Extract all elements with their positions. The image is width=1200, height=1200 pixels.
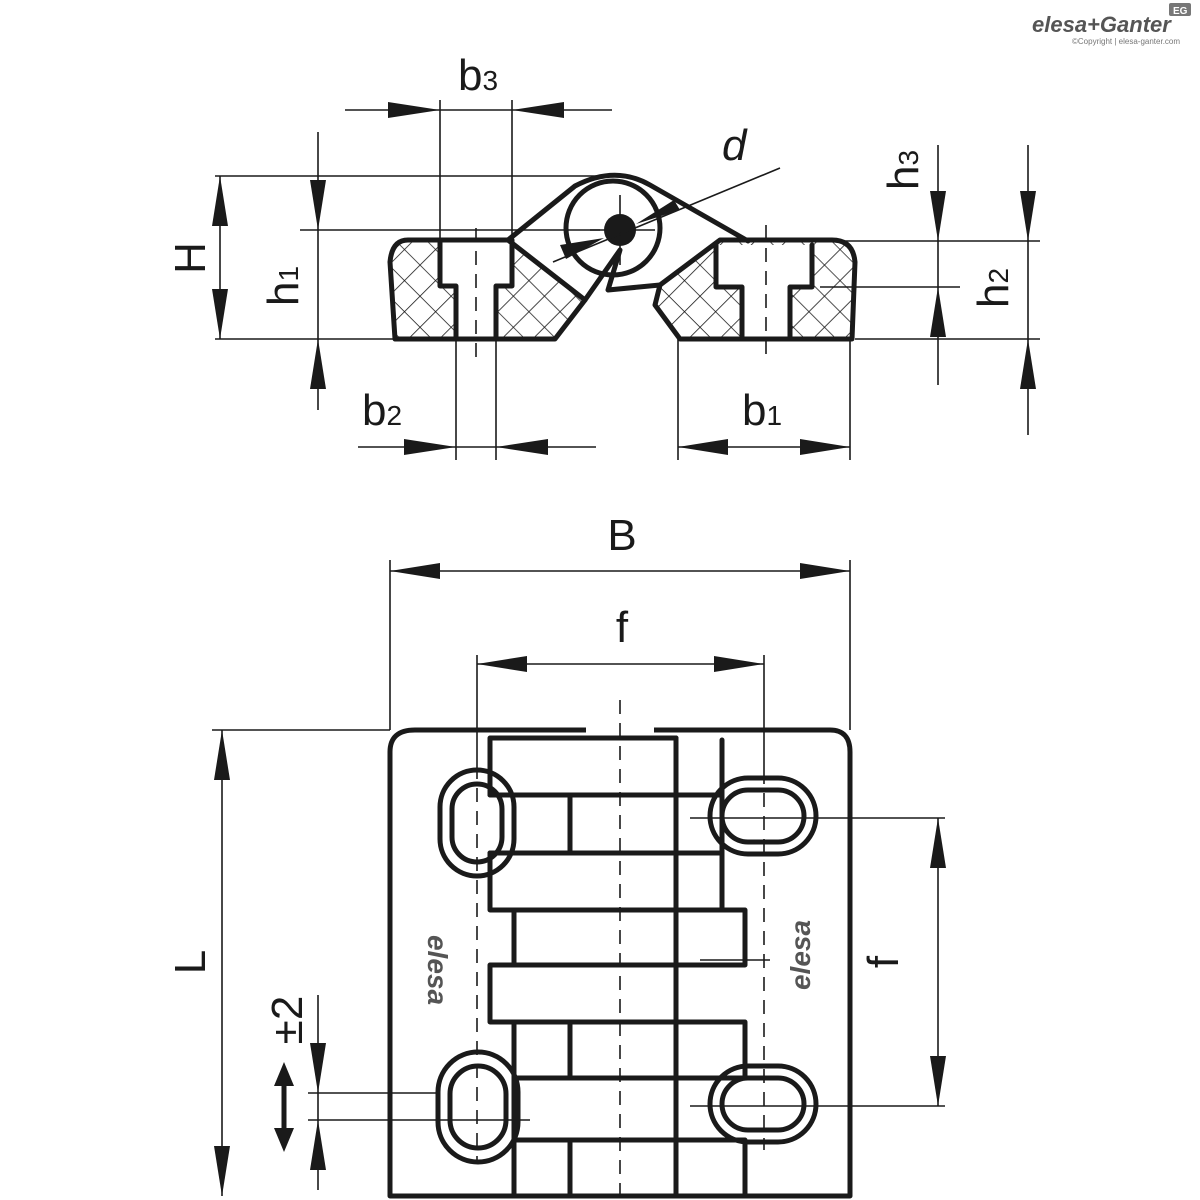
label-tolerance: ±2	[263, 996, 312, 1045]
dim-L: L	[166, 729, 390, 1196]
label-h3: h3	[879, 150, 928, 190]
dim-b1: b1	[677, 339, 851, 460]
left-leaf-marking: elesa	[422, 935, 453, 1005]
label-h2: h2	[969, 268, 1018, 308]
dim-b3: b3	[345, 51, 612, 240]
plan-view: elesa elesa	[387, 700, 945, 1199]
knuckle-barrel	[563, 178, 663, 278]
left-hole-outline	[437, 237, 515, 342]
dim-H: H	[166, 176, 228, 339]
right-counterbore	[716, 245, 812, 287]
label-h1: h1	[259, 266, 308, 306]
brand-logo-text: elesa+Ganter	[1032, 12, 1172, 37]
hinge-body-outline	[387, 727, 853, 1199]
label-B: B	[607, 511, 636, 560]
brand-badge-text: EG	[1173, 6, 1188, 17]
right-hole-outline	[713, 242, 815, 342]
dim-d: d	[552, 121, 781, 263]
slot-bottom-right	[707, 1063, 819, 1145]
slot-top-right	[707, 775, 819, 857]
label-b1: b1	[742, 386, 782, 435]
dim-h1: h1	[259, 132, 326, 410]
label-b2: b2	[362, 386, 402, 435]
label-f-horizontal: f	[616, 603, 629, 652]
label-L: L	[166, 950, 215, 974]
brand-copyright: ©Copyright | elesa-ganter.com	[1072, 37, 1180, 46]
right-leaf-marking: elesa	[785, 920, 816, 990]
label-H: H	[166, 242, 215, 274]
label-f-vertical: f	[859, 955, 908, 968]
right-leaf-outline	[652, 237, 858, 342]
dim-f-vertical: f	[859, 818, 946, 1106]
dim-tolerance: ±2	[263, 995, 530, 1190]
section-view	[215, 172, 1040, 360]
dim-f-horizontal: f	[476, 603, 765, 770]
dim-b2: b2	[358, 339, 596, 460]
brand-logo: elesa+Ganter EG ©Copyright | elesa-gante…	[1032, 3, 1191, 46]
dim-B: B	[389, 511, 851, 730]
label-d: d	[722, 121, 748, 170]
dim-h2: h2	[969, 145, 1036, 435]
dim-h3: h3	[879, 145, 946, 385]
slot-bottom-left	[435, 1049, 521, 1165]
brand-badge	[1169, 3, 1191, 16]
knuckle-blocks	[487, 735, 748, 1199]
knuckle-upper	[505, 172, 751, 244]
left-leaf-outline	[387, 237, 588, 342]
label-b3: b3	[458, 51, 498, 100]
